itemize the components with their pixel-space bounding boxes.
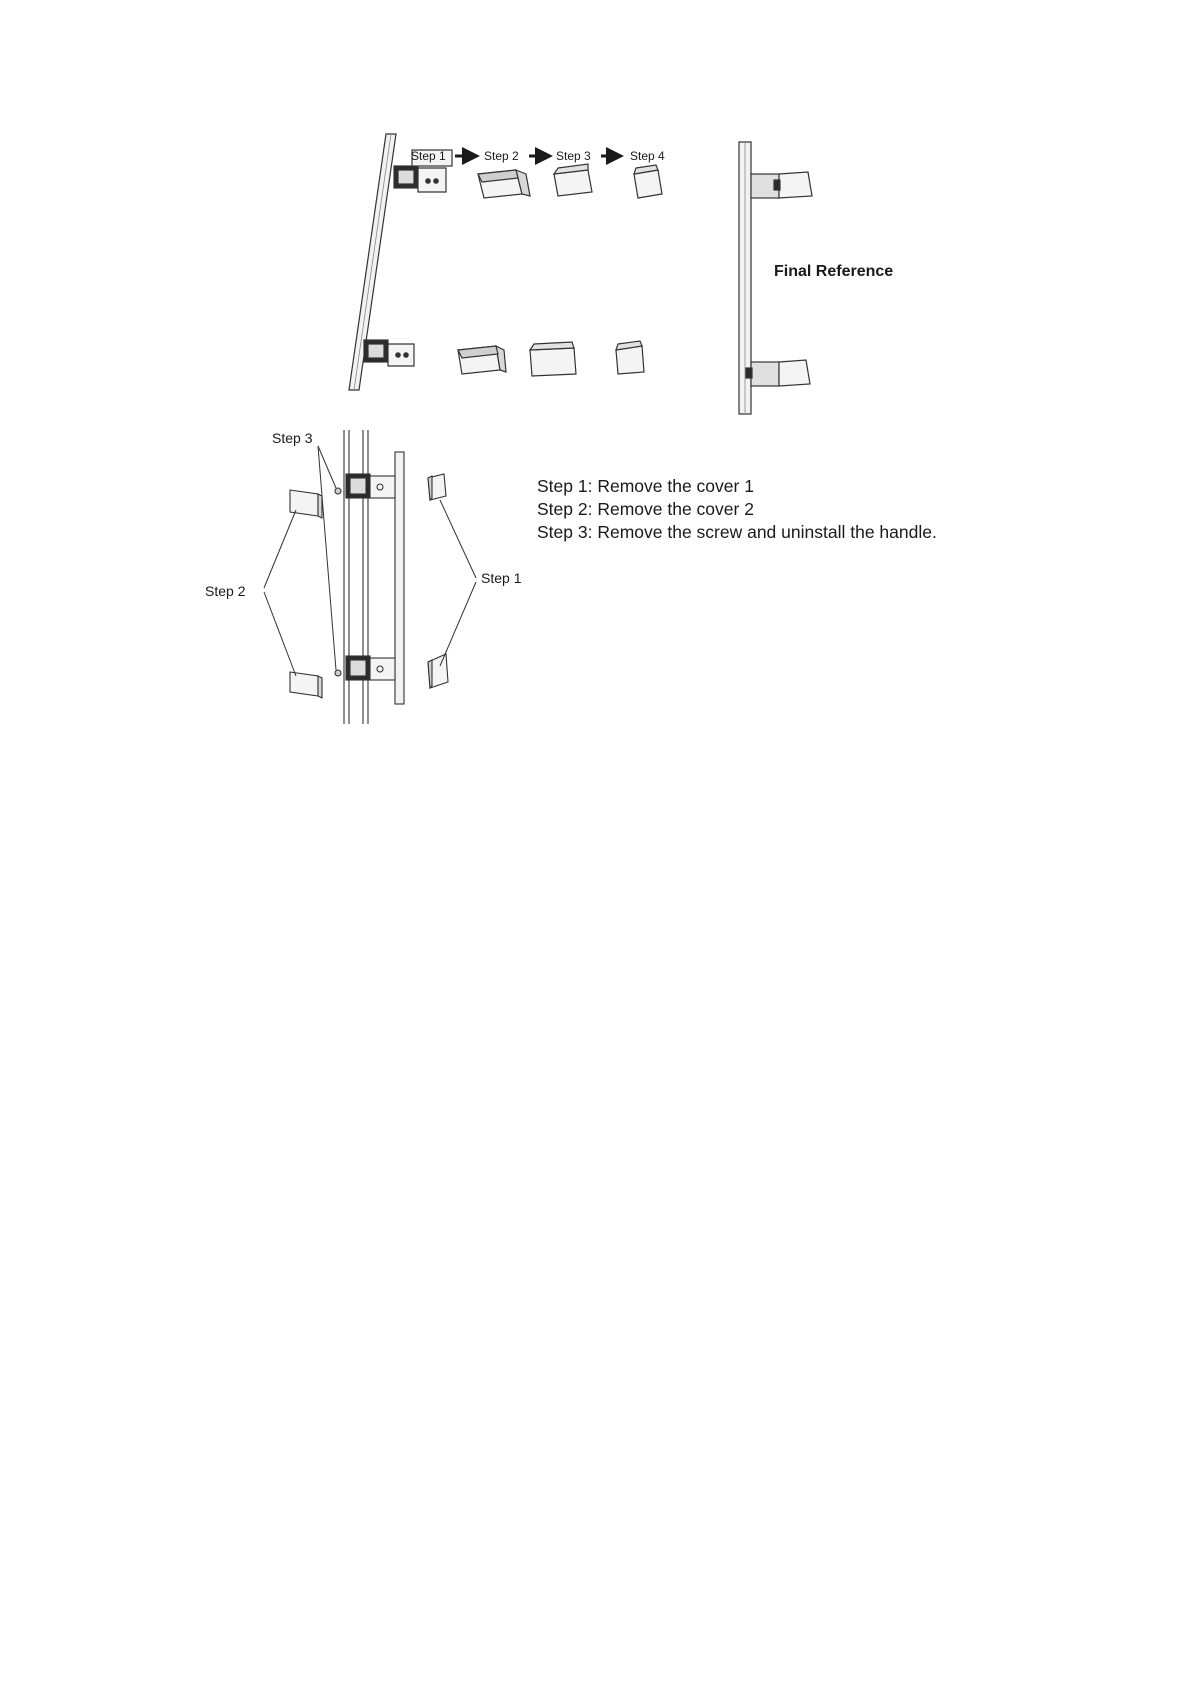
instruction-step-2: Step 2: Remove the cover 2 bbox=[537, 498, 937, 521]
screw-parts bbox=[335, 488, 341, 676]
upper-final-cover-part bbox=[634, 165, 662, 198]
left-cover-parts bbox=[290, 490, 322, 698]
exploded-view bbox=[349, 134, 662, 390]
installed-step3-label: Step 3 bbox=[272, 430, 313, 446]
step3-leader-lower bbox=[318, 446, 336, 670]
installed-view bbox=[264, 430, 476, 724]
sequence-label-3: Step 3 bbox=[556, 149, 591, 163]
right-cover-parts bbox=[428, 474, 448, 688]
lower-bracket bbox=[364, 340, 414, 366]
instruction-list: Step 1: Remove the cover 1 Step 2: Remov… bbox=[537, 475, 937, 544]
installed-step1-label: Step 1 bbox=[481, 570, 522, 586]
lower-cover-2-part bbox=[458, 346, 506, 374]
final-reference-label: Final Reference bbox=[774, 263, 893, 280]
instruction-step-3: Step 3: Remove the screw and uninstall t… bbox=[537, 521, 937, 544]
upper-screw-icon bbox=[335, 488, 341, 494]
step1-leader-lower bbox=[440, 582, 476, 666]
sequence-label-4: Step 4 bbox=[630, 149, 665, 163]
step2-leader-upper bbox=[264, 510, 296, 588]
installed-handle-bar bbox=[395, 452, 404, 704]
lower-screw-icon bbox=[335, 670, 341, 676]
step1-leader-upper bbox=[440, 500, 476, 578]
upper-cover-2-part bbox=[478, 170, 530, 198]
sequence-label-1: Step 1 bbox=[411, 149, 446, 163]
lower-final-cover-part bbox=[616, 341, 644, 374]
installed-step2-label: Step 2 bbox=[205, 583, 246, 599]
sequence-label-2: Step 2 bbox=[484, 149, 519, 163]
step2-leader-lower bbox=[264, 592, 296, 676]
upper-cover-1-part bbox=[554, 164, 592, 196]
installed-upper-bracket bbox=[346, 474, 395, 498]
instruction-step-1: Step 1: Remove the cover 1 bbox=[537, 475, 937, 498]
lower-cover-1-part bbox=[530, 342, 576, 376]
installed-lower-bracket bbox=[346, 656, 395, 680]
